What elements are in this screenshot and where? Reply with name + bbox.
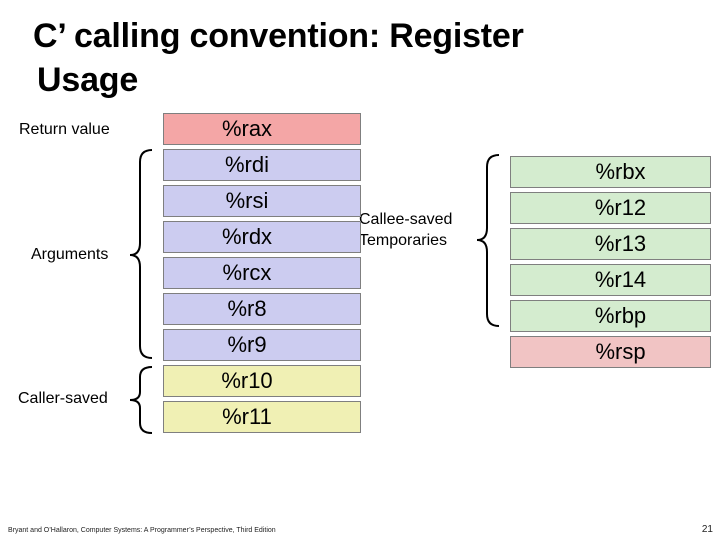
callee-saved-brace [476, 154, 500, 327]
register-rdi: %rdi [163, 149, 361, 181]
title-line-2: Usage [37, 61, 139, 99]
register-r14: %r14 [510, 264, 711, 296]
register-r11: %r11 [163, 401, 361, 433]
register-rbx: %rbx [510, 156, 711, 188]
register-r12: %r12 [510, 192, 711, 224]
return-value-label: Return value [19, 121, 110, 138]
callee-saved-line-1: Callee-saved [359, 211, 453, 228]
register-r9: %r9 [163, 329, 361, 361]
register-r13: %r13 [510, 228, 711, 260]
register-rdx: %rdx [163, 221, 361, 253]
callee-saved-label: Callee-saved Temporaries [359, 209, 452, 251]
register-r8: %r8 [163, 293, 361, 325]
arguments-label: Arguments [31, 246, 109, 263]
callee-saved-line-2: Temporaries [359, 232, 448, 249]
register-rsi: %rsi [163, 185, 361, 217]
arguments-brace [129, 149, 153, 359]
caller-saved-label: Caller-saved [18, 390, 108, 407]
title-line-1: C’ calling convention: Register [33, 17, 524, 55]
register-rbp: %rbp [510, 300, 711, 332]
page-number: 21 [701, 524, 713, 535]
register-rax: %rax [163, 113, 361, 145]
footer-citation: Bryant and O’Hallaron, Computer Systems:… [8, 527, 276, 534]
register-r10: %r10 [163, 365, 361, 397]
slide-title: C’ calling convention: Register Usage [33, 14, 633, 102]
caller-saved-brace [129, 366, 153, 434]
register-rcx: %rcx [163, 257, 361, 289]
register-rsp: %rsp [510, 336, 711, 368]
